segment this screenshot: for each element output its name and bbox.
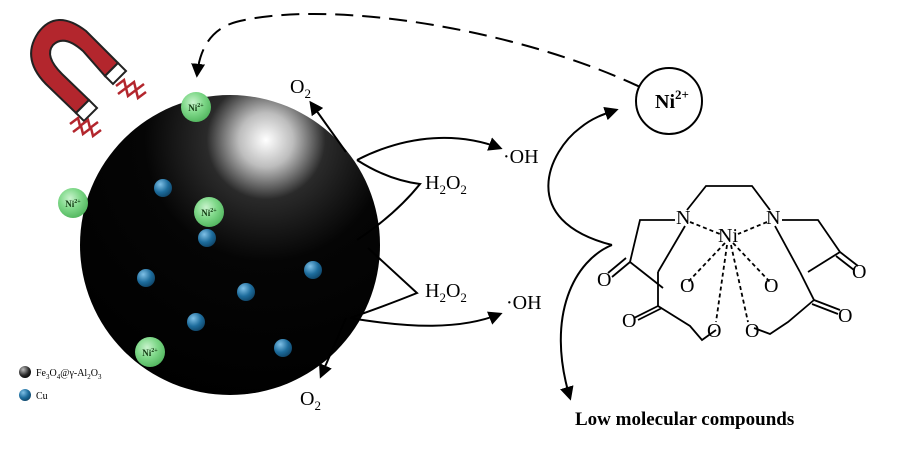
- svg-text:O: O: [622, 310, 636, 332]
- svg-text:Ni2+: Ni2+: [65, 199, 81, 209]
- cu-particle: [154, 179, 172, 197]
- svg-text:O: O: [764, 275, 778, 297]
- oh-arrow-bottom: [349, 311, 503, 327]
- ni-ion-circle-label: Ni2+: [655, 87, 689, 113]
- svg-text:O: O: [745, 320, 759, 342]
- ni-ion: Ni2+: [194, 197, 224, 227]
- ni-ion: Ni2+: [58, 188, 88, 218]
- svg-text:O: O: [597, 269, 611, 291]
- svg-text:Ni2+: Ni2+: [201, 208, 217, 218]
- o2-arrow-top: [309, 100, 347, 153]
- cu-particle: [187, 313, 205, 331]
- cu-particle: [274, 339, 292, 357]
- ni-ion: Ni2+: [135, 337, 165, 367]
- h2o2-bracket-bottom: [349, 247, 419, 319]
- cu-particles: [137, 179, 322, 357]
- h2o2-label-bottom: H2O2: [425, 280, 467, 305]
- legend: Fe3O4@γ-Al2O3 Cu: [19, 366, 102, 402]
- recycle-dashed-arrow: [191, 12, 641, 88]
- svg-text:N: N: [676, 207, 690, 229]
- svg-text:O: O: [838, 305, 852, 327]
- ni-coordination-bonds: [687, 221, 771, 323]
- o2-label-top: O2: [290, 76, 311, 101]
- o2-label-bottom: O2: [300, 388, 321, 413]
- legend-cu-label: Cu: [36, 391, 48, 402]
- ni-edta-complex: [607, 185, 859, 342]
- svg-text:Ni2+: Ni2+: [188, 103, 204, 113]
- ni-ion: Ni2+: [181, 92, 211, 122]
- ni-ion-circle: [635, 67, 703, 135]
- svg-text:O: O: [852, 261, 866, 283]
- magnetic-field-icon: [69, 77, 147, 139]
- cu-particle: [304, 261, 322, 279]
- svg-text:O: O: [680, 275, 694, 297]
- cu-particle: [237, 283, 255, 301]
- svg-text:O: O: [707, 320, 721, 342]
- legend-fe-swatch: [19, 366, 31, 378]
- catalyst-sphere: [80, 95, 380, 395]
- h2o2-bracket-top: [356, 159, 422, 241]
- complex-atom-labels: N N Ni O O O O O O O O: [597, 207, 866, 342]
- o2-arrow-bottom: [319, 317, 347, 379]
- oh-arrow-top: [356, 136, 503, 161]
- svg-text:Ni2+: Ni2+: [142, 348, 158, 358]
- svg-text:Ni: Ni: [718, 225, 738, 247]
- legend-cu-swatch: [19, 389, 31, 401]
- release-arrow: [547, 106, 619, 246]
- products-label: Low molecular compounds: [575, 409, 794, 430]
- oh-radical-label-top: ·OH: [503, 146, 539, 168]
- oh-radical-label-bottom: ·OH: [506, 292, 542, 314]
- magnet-icon: [30, 19, 128, 123]
- h2o2-label-top: H2O2: [425, 172, 467, 197]
- legend-fe-label: Fe3O4@γ-Al2O3: [36, 368, 102, 381]
- cu-particle: [137, 269, 155, 287]
- svg-text:N: N: [766, 207, 780, 229]
- cu-particle: [198, 229, 216, 247]
- degradation-arrow: [559, 244, 613, 401]
